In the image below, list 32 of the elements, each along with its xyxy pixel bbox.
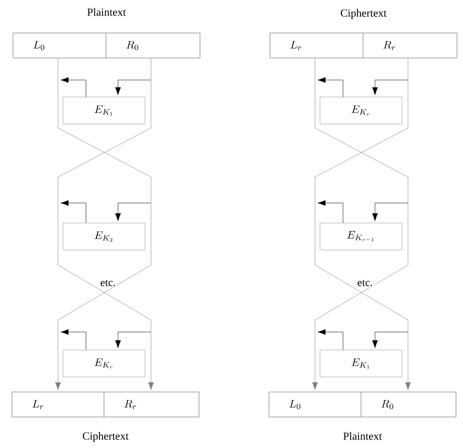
function-box: $E_{K_r}$: [320, 96, 402, 124]
arrow: [60, 200, 86, 223]
register-cell: $R_0$: [360, 392, 456, 418]
function-box: $E_{K_{r-1}}$: [320, 222, 402, 250]
arrow: [318, 200, 344, 223]
register-cell: $L_r$: [270, 32, 364, 58]
arrow: [372, 202, 408, 222]
function-box: $E_{K_2}$: [62, 222, 146, 250]
etc-label: etc.: [99, 278, 117, 288]
etc-label: etc.: [356, 278, 374, 288]
register-cell: $L_0$: [268, 392, 362, 418]
arrow: [318, 329, 344, 350]
function-box: $E_{K_1}$: [320, 350, 402, 378]
function-box: $E_{K_r}$: [62, 350, 146, 378]
arrow: [60, 329, 86, 350]
register-cell: $R_r$: [104, 392, 200, 418]
heading: Ciphertext: [82, 432, 129, 442]
heading: Plaintext: [343, 432, 382, 440]
register-cell: $R_r$: [362, 32, 458, 58]
heading: Plaintext: [87, 8, 126, 16]
arrow: [372, 332, 408, 348]
arrow: [115, 332, 152, 348]
register-cell: $L_r$: [12, 392, 104, 418]
arrow: [115, 202, 152, 222]
register-cell: $R_0$: [106, 32, 200, 58]
heading: Ciphertext: [340, 9, 387, 19]
arrow: [115, 80, 152, 96]
function-box: $E_{K_1}$: [62, 96, 146, 124]
arrow: [372, 80, 408, 96]
arrow: [60, 77, 86, 97]
register-cell: $L_0$: [12, 32, 106, 58]
arrow: [318, 77, 344, 97]
